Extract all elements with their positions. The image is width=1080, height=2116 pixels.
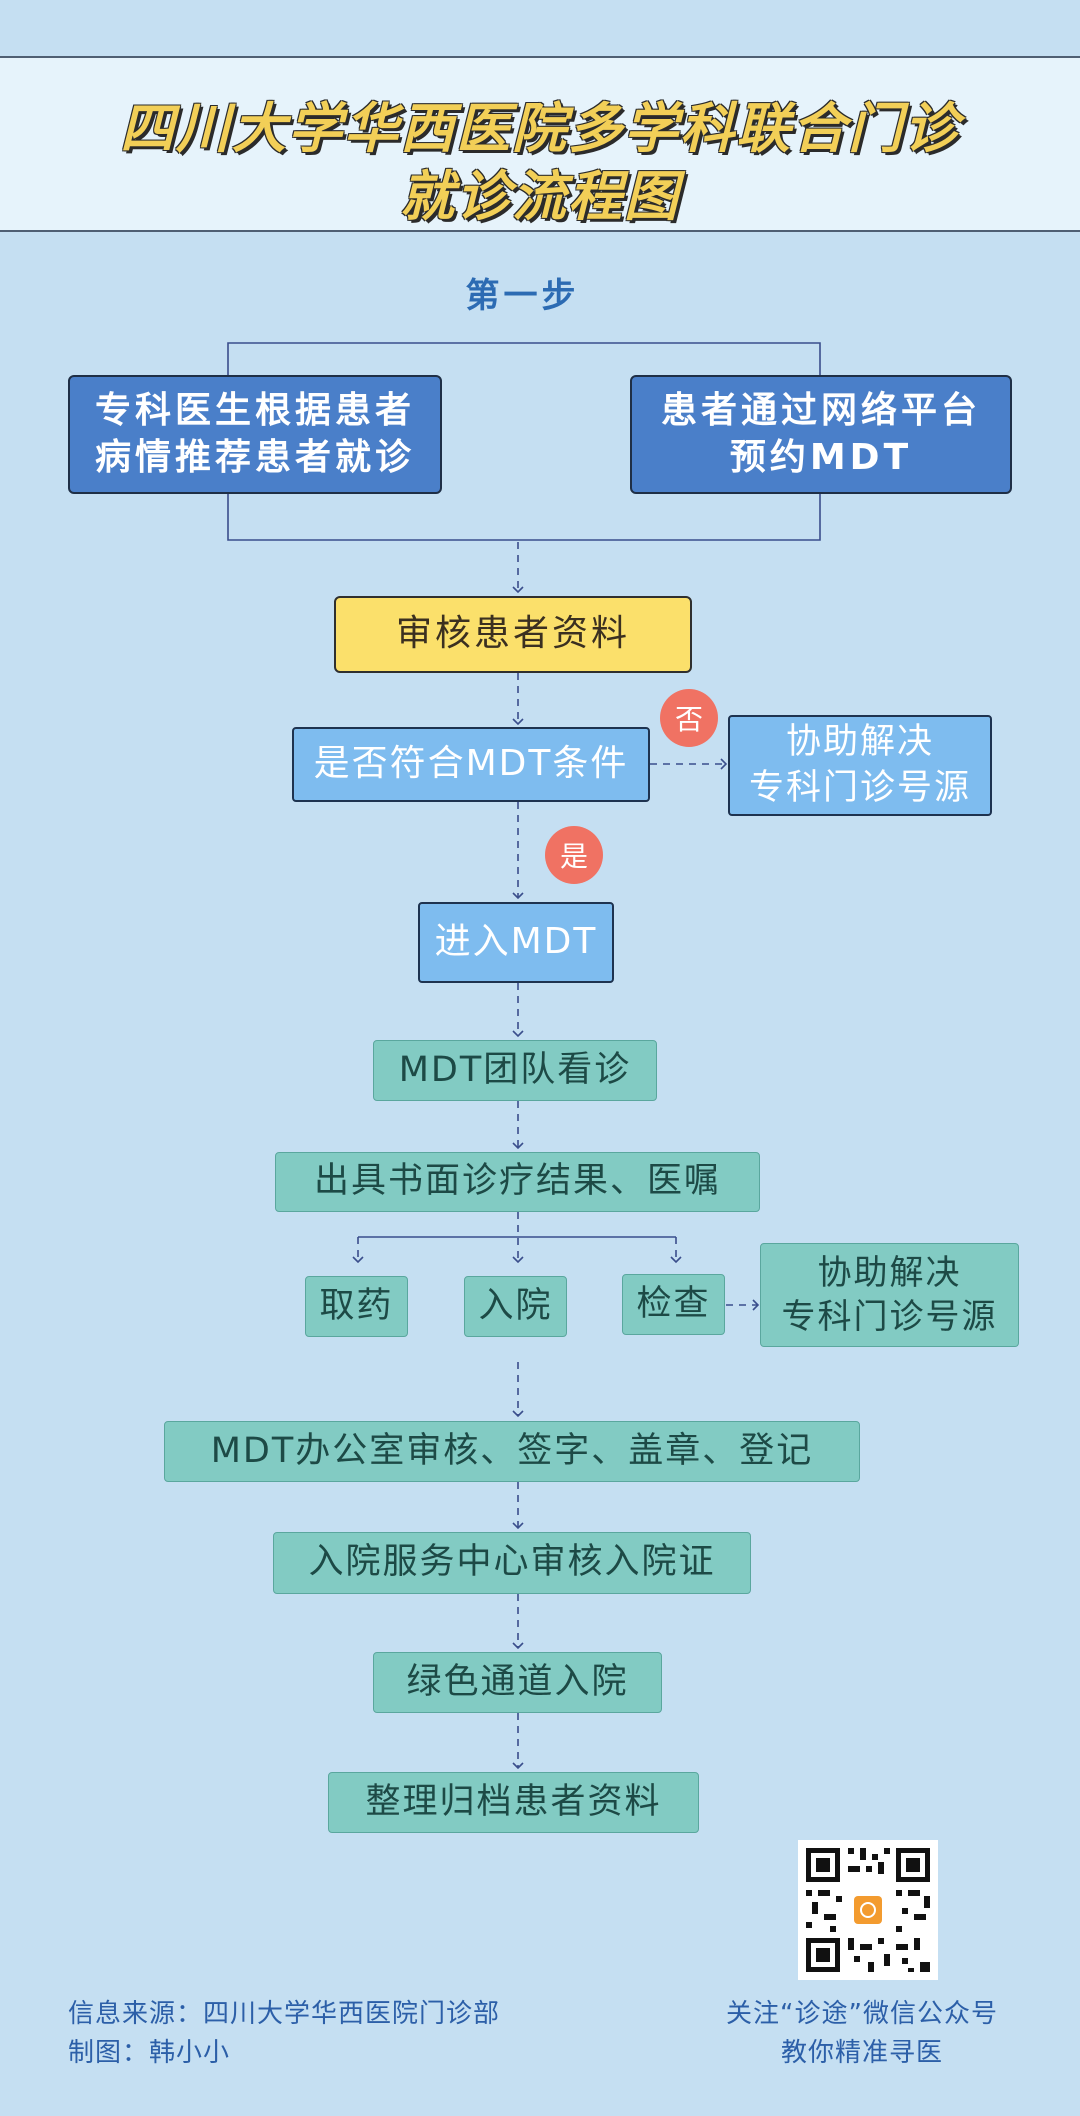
node-team-consult: MDT团队看诊 — [373, 1040, 657, 1101]
footer-source: 信息来源：四川大学华西医院门诊部 — [68, 1999, 501, 2029]
node-take-medicine: 取药 — [305, 1276, 408, 1337]
node-archive: 整理归档患者资料 — [328, 1772, 699, 1833]
node-online-booking: 患者通过网络平台 预约MDT — [630, 375, 1012, 494]
node-assist-resolve-2: 协助解决 专科门诊号源 — [760, 1243, 1019, 1347]
footer-slogan: 教你精准寻医 — [780, 2038, 943, 2068]
node-doctor-recommend: 专科医生根据患者 病情推荐患者就诊 — [68, 375, 442, 494]
node-green-channel: 绿色通道入院 — [373, 1652, 662, 1713]
footer-author: 制图：韩小小 — [68, 2038, 231, 2068]
node-enter-mdt: 进入MDT — [418, 902, 614, 983]
footer-follow: 关注“诊途”微信公众号 — [726, 1999, 998, 2029]
qr-code-icon — [798, 1840, 938, 1980]
badge-no: 否 — [660, 689, 718, 747]
bottom-bracket-line — [227, 494, 821, 541]
node-issue-results: 出具书面诊疗结果、医嘱 — [275, 1152, 760, 1212]
node-admission-center: 入院服务中心审核入院证 — [273, 1532, 751, 1594]
node-review-materials: 审核患者资料 — [334, 596, 692, 673]
header-banner: 四川大学华西医院多学科联合门诊 就诊流程图 — [0, 56, 1080, 232]
step-title: 第一步 — [465, 276, 580, 316]
page-title-line2: 就诊流程图 — [400, 165, 680, 228]
node-check-condition: 是否符合MDT条件 — [292, 727, 650, 802]
node-mdt-office: MDT办公室审核、签字、盖章、登记 — [164, 1421, 860, 1482]
badge-yes: 是 — [545, 826, 603, 884]
page-title-line1: 四川大学华西医院多学科联合门诊 — [120, 97, 960, 160]
top-bracket-line — [227, 342, 821, 375]
node-assist-resolve-1: 协助解决 专科门诊号源 — [728, 715, 992, 816]
node-admission: 入院 — [464, 1276, 567, 1337]
node-examination: 检查 — [622, 1274, 725, 1335]
